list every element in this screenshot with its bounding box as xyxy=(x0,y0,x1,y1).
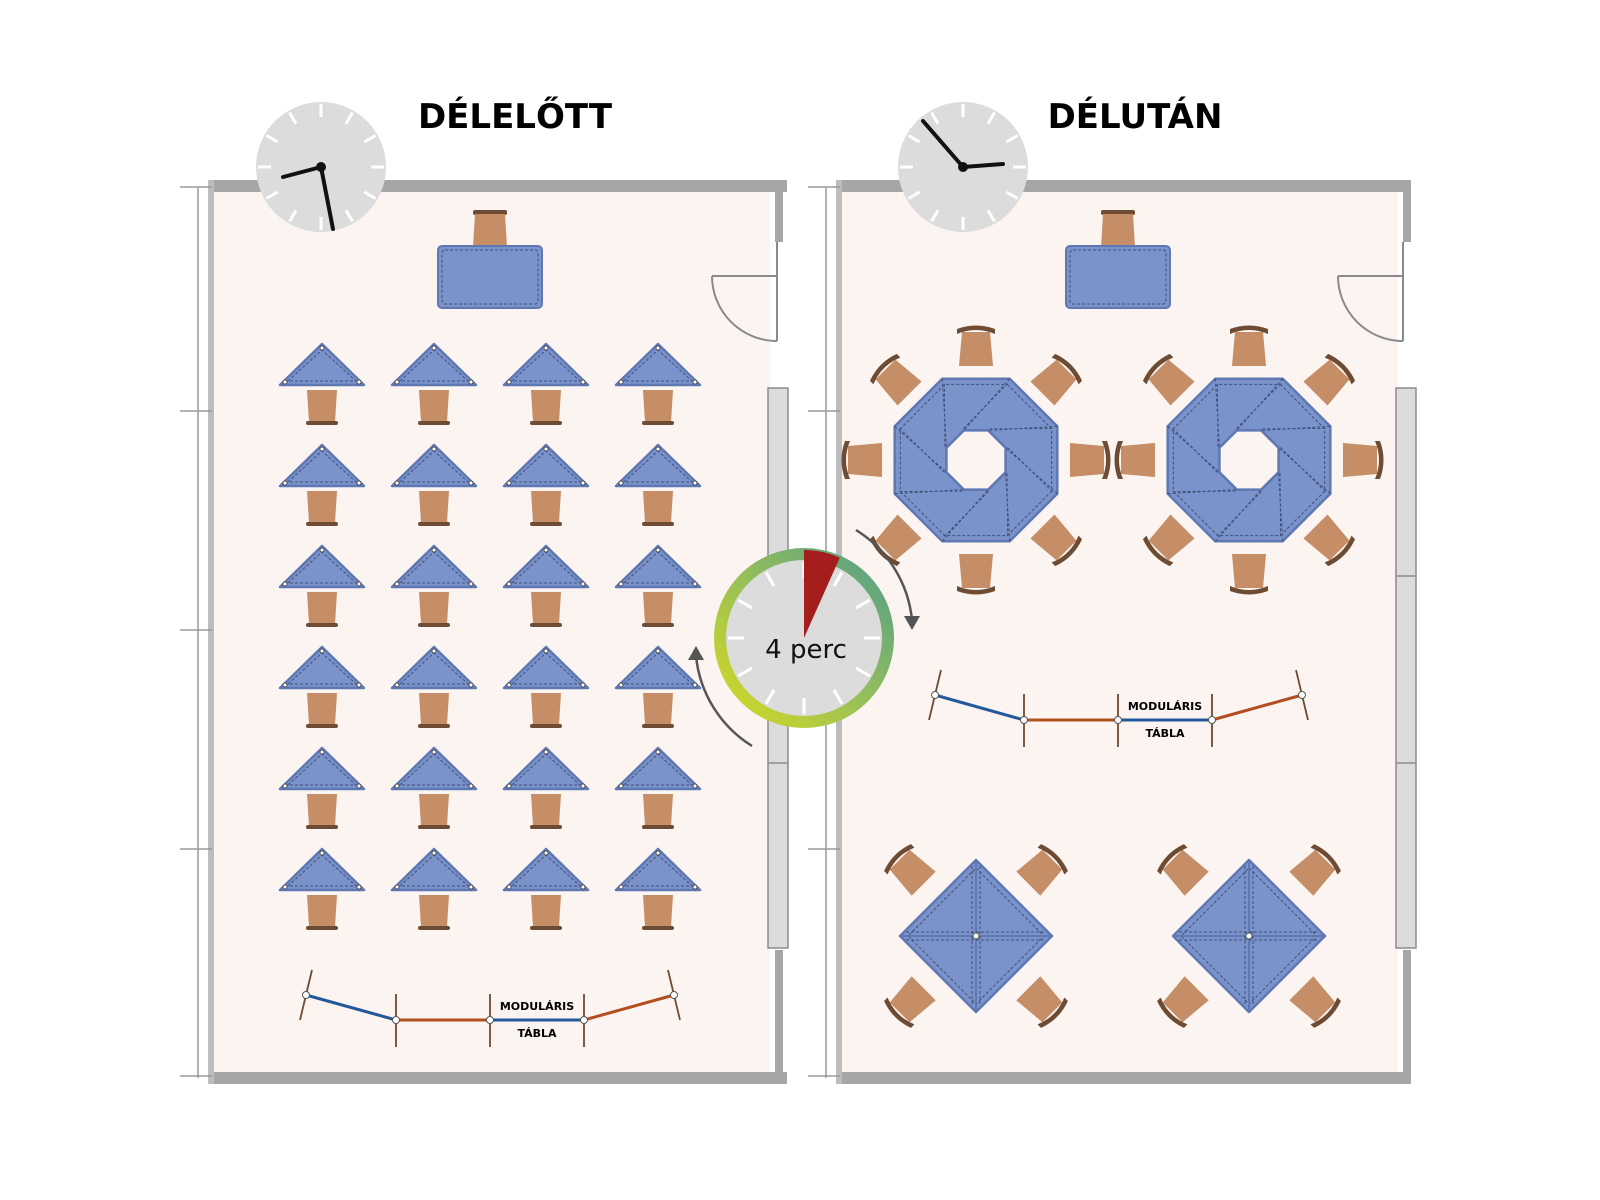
student-chair xyxy=(530,491,562,526)
morning-clock xyxy=(256,102,386,232)
student-chair xyxy=(530,592,562,627)
octagon-desk-group xyxy=(1114,325,1384,595)
afternoon-door xyxy=(1337,242,1404,342)
student-chair xyxy=(306,794,338,829)
student-chair xyxy=(530,895,562,930)
morning-clock-minute-hand xyxy=(319,165,335,231)
afternoon-modular-board: MODULÁRIS TÁBLA xyxy=(928,669,1309,747)
student-chair xyxy=(418,592,450,627)
morning-wall-right-bottom xyxy=(775,950,783,1084)
morning-room-floor xyxy=(212,192,770,1072)
afternoon-desk-groups xyxy=(841,325,1384,1031)
student-chair xyxy=(306,895,338,930)
afternoon-clock xyxy=(898,102,1028,232)
afternoon-wall-bottom xyxy=(836,1072,1411,1084)
morning-window xyxy=(180,186,212,1078)
timer-arrow-left xyxy=(694,655,753,748)
morning-title: DÉLELŐTT xyxy=(418,96,613,137)
square-desk-group xyxy=(1154,841,1344,1031)
student-chair xyxy=(418,895,450,930)
timer-elapsed-wedge xyxy=(804,550,840,638)
student-chair xyxy=(418,794,450,829)
morning-board-label-1: MODULÁRIS xyxy=(500,1000,574,1013)
student-chair xyxy=(306,491,338,526)
morning-wall-left xyxy=(208,180,214,1084)
student-chair xyxy=(418,390,450,425)
morning-wall-bottom xyxy=(212,1072,787,1084)
octagon-desk-group xyxy=(841,325,1111,595)
student-chair xyxy=(642,693,674,728)
student-chair xyxy=(418,693,450,728)
morning-door xyxy=(711,242,778,342)
student-chair xyxy=(642,390,674,425)
morning-modular-board: MODULÁRIS TÁBLA xyxy=(299,969,681,1047)
afternoon-wall-right-bottom xyxy=(1403,950,1411,1084)
afternoon-wall-right-top xyxy=(1403,180,1411,242)
square-desk-group xyxy=(881,841,1071,1031)
student-chair xyxy=(530,794,562,829)
afternoon-clock-hour-hand xyxy=(961,162,1005,169)
student-chair xyxy=(306,390,338,425)
student-chair xyxy=(530,390,562,425)
student-chair xyxy=(642,491,674,526)
student-chair xyxy=(642,895,674,930)
student-chair xyxy=(530,693,562,728)
student-chair xyxy=(642,794,674,829)
student-chair xyxy=(306,592,338,627)
morning-teacher-desk xyxy=(437,245,543,309)
afternoon-title: DÉLUTÁN xyxy=(1048,96,1223,137)
student-chair xyxy=(418,491,450,526)
afternoon-clock-minute-hand xyxy=(921,119,965,169)
afternoon-partition xyxy=(1395,387,1417,949)
timer-label: 4 perc xyxy=(765,635,847,665)
morning-wall-right-top xyxy=(775,180,783,242)
morning-room: MODULÁRIS TÁBLA DÉLELŐTT xyxy=(180,96,789,1084)
afternoon-board-label-2: TÁBLA xyxy=(1145,727,1185,740)
afternoon-board-label-1: MODULÁRIS xyxy=(1128,700,1202,713)
afternoon-teacher-desk xyxy=(1065,245,1171,309)
morning-teacher-chair xyxy=(473,210,507,247)
morning-board-label-2: TÁBLA xyxy=(517,1027,557,1040)
afternoon-teacher-chair xyxy=(1101,210,1135,247)
morning-clock-hour-hand xyxy=(281,165,323,179)
student-chair xyxy=(306,693,338,728)
student-chair xyxy=(642,592,674,627)
rearrange-timer: 4 perc xyxy=(688,528,920,748)
afternoon-room: MODULÁRIS TÁBLA DÉLUTÁN xyxy=(808,96,1417,1084)
timer-arrow-right xyxy=(855,528,914,621)
